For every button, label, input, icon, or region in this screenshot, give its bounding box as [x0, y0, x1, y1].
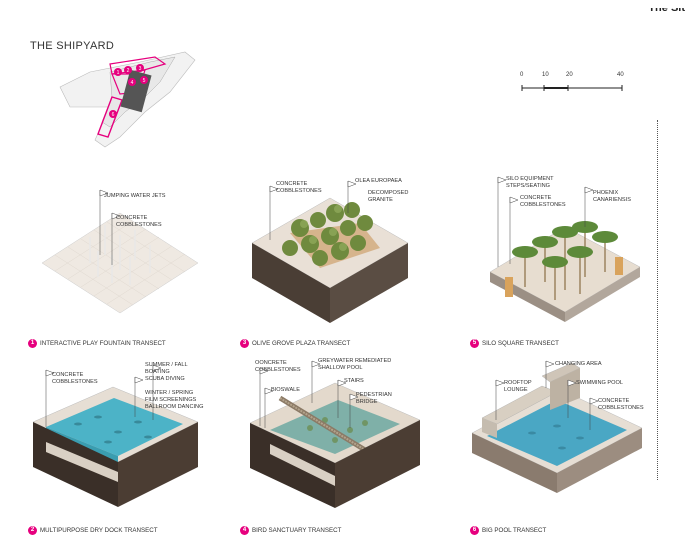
annotation: CONCRETE COBBLESTONES: [520, 195, 566, 208]
scale-label: 0: [520, 72, 524, 78]
transect-5-diagram: [489, 176, 641, 322]
scale-label: 40: [617, 72, 624, 78]
annotation: PEDESTRIAN BRIDGE: [356, 392, 392, 405]
transect-number: 3: [240, 339, 249, 348]
transect-number: 6: [470, 526, 479, 535]
caption-transect-6: 6 BIG POOL TRANSECT: [470, 526, 546, 535]
annotation: CONCRETE COBBLESTONES: [598, 398, 644, 411]
caption-transect-5: 5 SILO SQUARE TRANSECT: [470, 339, 559, 348]
scale-label: 20: [566, 72, 573, 78]
annotation: CONCRETE COBBLESTONES: [116, 215, 162, 228]
site-marker-label: 5: [143, 78, 146, 84]
site-marker-label: 3: [139, 66, 142, 72]
site-marker-label: 2: [127, 68, 130, 74]
scale-bar: 0 10 20 40: [520, 72, 630, 102]
site-marker-label: 1: [117, 70, 120, 76]
annotation: STAIRS: [344, 378, 364, 384]
annotation: SWIMMING POOL: [576, 380, 623, 386]
site-marker: [140, 76, 148, 84]
annotation: WINTER / SPRING FILM SCREENINGS BALLROOM…: [145, 390, 204, 410]
caption-transect-2: 2 MULTIPURPOSE DRY DOCK TRANSECT: [28, 526, 157, 535]
caption-text: MULTIPURPOSE DRY DOCK TRANSECT: [40, 527, 158, 534]
site-plan: 1 2 3 4 5 6: [59, 51, 196, 148]
transect-number: 4: [240, 526, 249, 535]
annotation: SUMMER / FALL BOATING SCUBA DIVING: [145, 362, 188, 382]
site-marker-label: 6: [112, 112, 115, 118]
caption-text: OLIVE GROVE PLAZA TRANSECT: [252, 340, 351, 347]
transect-6-diagram: [471, 360, 643, 493]
annotation: CONCRETE COBBLESTONES: [52, 372, 98, 385]
caption-transect-3: 3 OLIVE GROVE PLAZA TRANSECT: [240, 339, 350, 348]
caption-text: INTERACTIVE PLAY FOUNTAIN TRANSECT: [40, 340, 166, 347]
annotation: OONCRETE COBBLESTONES: [255, 360, 301, 373]
site-marker: [124, 66, 132, 74]
site-marker: [128, 78, 136, 86]
transect-2-diagram: [32, 364, 199, 507]
annotation: BIOSWALE: [271, 387, 301, 393]
annotation: CONCRETE COBBLESTONES: [276, 181, 322, 194]
annotation: DECOMPOSED GRANITE: [368, 190, 409, 203]
caption-text: BIRD SANCTUARY TRANSECT: [252, 527, 342, 534]
page-title: THE SHIPYARD: [30, 40, 115, 52]
annotation: OLEA EUROPAEA: [355, 178, 402, 184]
site-marker-label: 4: [131, 80, 134, 86]
annotation: JUMPING WATER JETS: [104, 193, 166, 199]
caption-transect-4: 4 BIRD SANCTUARY TRANSECT: [240, 526, 341, 535]
caption-text: SILO SQUARE TRANSECT: [482, 340, 559, 347]
caption-text: BIG POOL TRANSECT: [482, 527, 547, 534]
transect-4-diagram: [249, 360, 421, 508]
transect-3-diagram: [251, 180, 409, 323]
annotation: GREYWATER REMEDIATED SHALLOW POOL: [318, 358, 392, 371]
transect-number: 1: [28, 339, 37, 348]
annotation: CHANGING AREA: [555, 361, 602, 367]
transect-1-diagram: [41, 189, 199, 314]
transect-number: 5: [470, 339, 479, 348]
dotted-divider: [657, 120, 658, 480]
scale-label: 10: [542, 72, 549, 78]
site-marker: [114, 68, 122, 76]
annotation: SILO EQUIPMENT STEPS/SEATING: [506, 176, 554, 189]
corner-title-fragment: The Sit: [648, 2, 685, 14]
annotation: PHOENIX CANARIENSIS: [593, 190, 631, 203]
scale-bar-graphic: [521, 85, 623, 91]
caption-transect-1: 1 INTERACTIVE PLAY FOUNTAIN TRANSECT: [28, 339, 166, 348]
annotation: ROOFTOP LOUNGE: [504, 380, 532, 393]
site-marker: [109, 110, 117, 118]
transect-number: 2: [28, 526, 37, 535]
site-markers: 1 2 3 4 5 6: [109, 64, 148, 118]
site-marker: [136, 64, 144, 72]
